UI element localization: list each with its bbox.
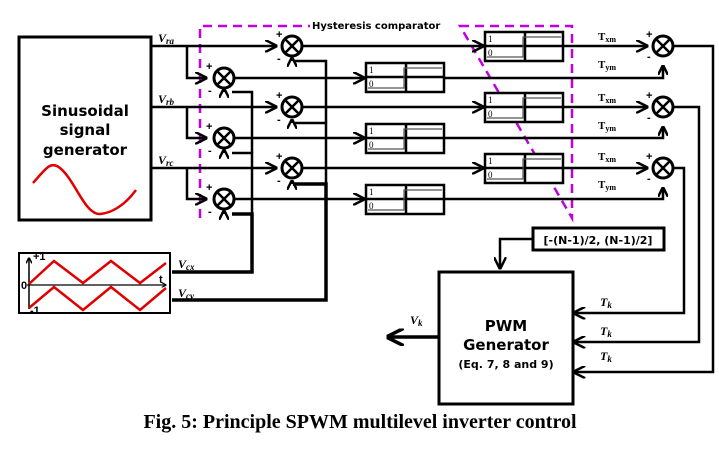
svg-text:+: + bbox=[646, 29, 652, 41]
svg-text:+: + bbox=[206, 121, 212, 133]
vra-label: Vra bbox=[158, 31, 175, 46]
svg-text:Tk: Tk bbox=[600, 349, 612, 364]
svg-text:Tym: Tym bbox=[598, 120, 616, 133]
svg-text:0: 0 bbox=[369, 79, 374, 89]
summing-junction bbox=[280, 156, 304, 180]
svg-text:+: + bbox=[276, 29, 282, 41]
svg-text:0: 0 bbox=[488, 48, 493, 58]
svg-text:0: 0 bbox=[21, 280, 27, 292]
comparator-output-wires bbox=[445, 46, 663, 201]
pwm-label-1: PWM bbox=[485, 317, 527, 335]
svg-text:1: 1 bbox=[369, 187, 374, 197]
svg-text:+: + bbox=[276, 151, 282, 163]
summing-junction bbox=[280, 95, 304, 119]
level-range-label: [-(N-1)/2, (N-1)/2] bbox=[544, 234, 653, 247]
svg-text:+1: +1 bbox=[33, 251, 46, 263]
svg-text:t: t bbox=[159, 274, 163, 286]
summing-junction bbox=[651, 34, 675, 58]
svg-text:-: - bbox=[277, 175, 281, 187]
sine-block-label-2: signal bbox=[60, 121, 111, 139]
svg-text:1: 1 bbox=[369, 126, 374, 136]
svg-text:1: 1 bbox=[488, 156, 493, 166]
svg-text:+: + bbox=[206, 182, 212, 194]
svg-text:+: + bbox=[646, 90, 652, 102]
svg-text:0: 0 bbox=[488, 109, 493, 119]
sinusoidal-signal-generator-block: Sinusoidal signal generator bbox=[17, 35, 153, 222]
svg-text:-: - bbox=[208, 206, 212, 218]
summing-junctions-input bbox=[212, 34, 304, 211]
figure-caption: Fig. 5: Principle SPWM multilevel invert… bbox=[143, 411, 577, 433]
svg-text:Tym: Tym bbox=[598, 179, 616, 192]
output-junction-signs: + - + - + - bbox=[646, 29, 652, 185]
hysteresis-comparator-block: 10 bbox=[364, 122, 446, 155]
sine-block-label-3: generator bbox=[43, 141, 128, 159]
vcy-label: Vcy bbox=[178, 286, 195, 301]
svg-text:1: 1 bbox=[488, 34, 493, 44]
pwm-generator-block: PWM Generator (Eq. 7, 8 and 9) bbox=[437, 270, 575, 406]
tk-labels: Tk Tk Tk bbox=[600, 295, 612, 364]
sine-wave-icon bbox=[32, 163, 138, 216]
carrier-y-wave bbox=[28, 285, 167, 312]
hysteresis-comparator-label: Hysteresis comparator bbox=[312, 21, 440, 32]
summing-junction bbox=[212, 187, 236, 211]
svg-text:0: 0 bbox=[488, 170, 493, 180]
hysteresis-comparator-block: 10 bbox=[364, 61, 446, 94]
svg-text:Txm: Txm bbox=[598, 31, 616, 44]
tk-feedback-wires bbox=[574, 44, 715, 372]
carrier-signal-wires bbox=[172, 58, 328, 302]
pwm-label-2: Generator bbox=[463, 336, 549, 354]
svg-text:-: - bbox=[647, 112, 651, 124]
hysteresis-comparator-region bbox=[198, 24, 574, 223]
hysteresis-comparator-block: 10 bbox=[483, 30, 565, 63]
summing-junction bbox=[280, 34, 304, 58]
svg-text:+: + bbox=[206, 61, 212, 73]
carrier-x-wave bbox=[28, 259, 167, 285]
comparator-input-wires bbox=[234, 46, 483, 199]
hysteresis-comparator-block: 10 bbox=[483, 152, 565, 185]
summing-junctions-output bbox=[651, 34, 675, 180]
summing-junction bbox=[212, 126, 236, 150]
svg-text:-: - bbox=[208, 85, 212, 97]
summing-junction bbox=[651, 95, 675, 119]
svg-text:0: 0 bbox=[369, 201, 374, 211]
svg-text:Tk: Tk bbox=[600, 295, 612, 310]
svg-text:-1: -1 bbox=[30, 305, 40, 317]
summing-junction bbox=[651, 156, 675, 180]
pwm-label-3: (Eq. 7, 8 and 9) bbox=[458, 358, 553, 371]
svg-text:Txm: Txm bbox=[598, 92, 616, 105]
svg-text:0: 0 bbox=[369, 140, 374, 150]
junction-signs: + - + - + - + - + - + - bbox=[206, 29, 282, 218]
svg-text:Tym: Tym bbox=[598, 59, 616, 72]
svg-text:+: + bbox=[276, 90, 282, 102]
svg-text:-: - bbox=[208, 145, 212, 157]
svg-text:Txm: Txm bbox=[598, 151, 616, 164]
vrb-label: Vrb bbox=[158, 92, 175, 107]
txm-tym-labels: Txm Tym Txm Tym Txm Tym bbox=[598, 31, 616, 192]
vrc-label: Vrc bbox=[158, 153, 174, 168]
vk-label: Vk bbox=[410, 313, 423, 328]
hysteresis-comparator-block: 10 bbox=[364, 183, 446, 216]
svg-text:+: + bbox=[646, 151, 652, 163]
range-to-pwm-wire bbox=[500, 237, 533, 268]
triangular-carrier-generator: +1 0 -1 t bbox=[18, 251, 171, 317]
sine-block-label-1: Sinusoidal bbox=[41, 102, 129, 120]
vcx-label: Vcx bbox=[178, 257, 195, 272]
svg-text:-: - bbox=[277, 114, 281, 126]
summing-junction bbox=[212, 66, 236, 90]
svg-text:Tk: Tk bbox=[600, 324, 612, 339]
svg-text:-: - bbox=[277, 53, 281, 65]
hysteresis-comparator-block: 10 bbox=[483, 91, 565, 124]
svg-text:-: - bbox=[647, 173, 651, 185]
svg-text:-: - bbox=[647, 51, 651, 63]
svg-text:1: 1 bbox=[369, 65, 374, 75]
reference-signal-wires bbox=[151, 46, 276, 199]
svg-text:1: 1 bbox=[488, 95, 493, 105]
